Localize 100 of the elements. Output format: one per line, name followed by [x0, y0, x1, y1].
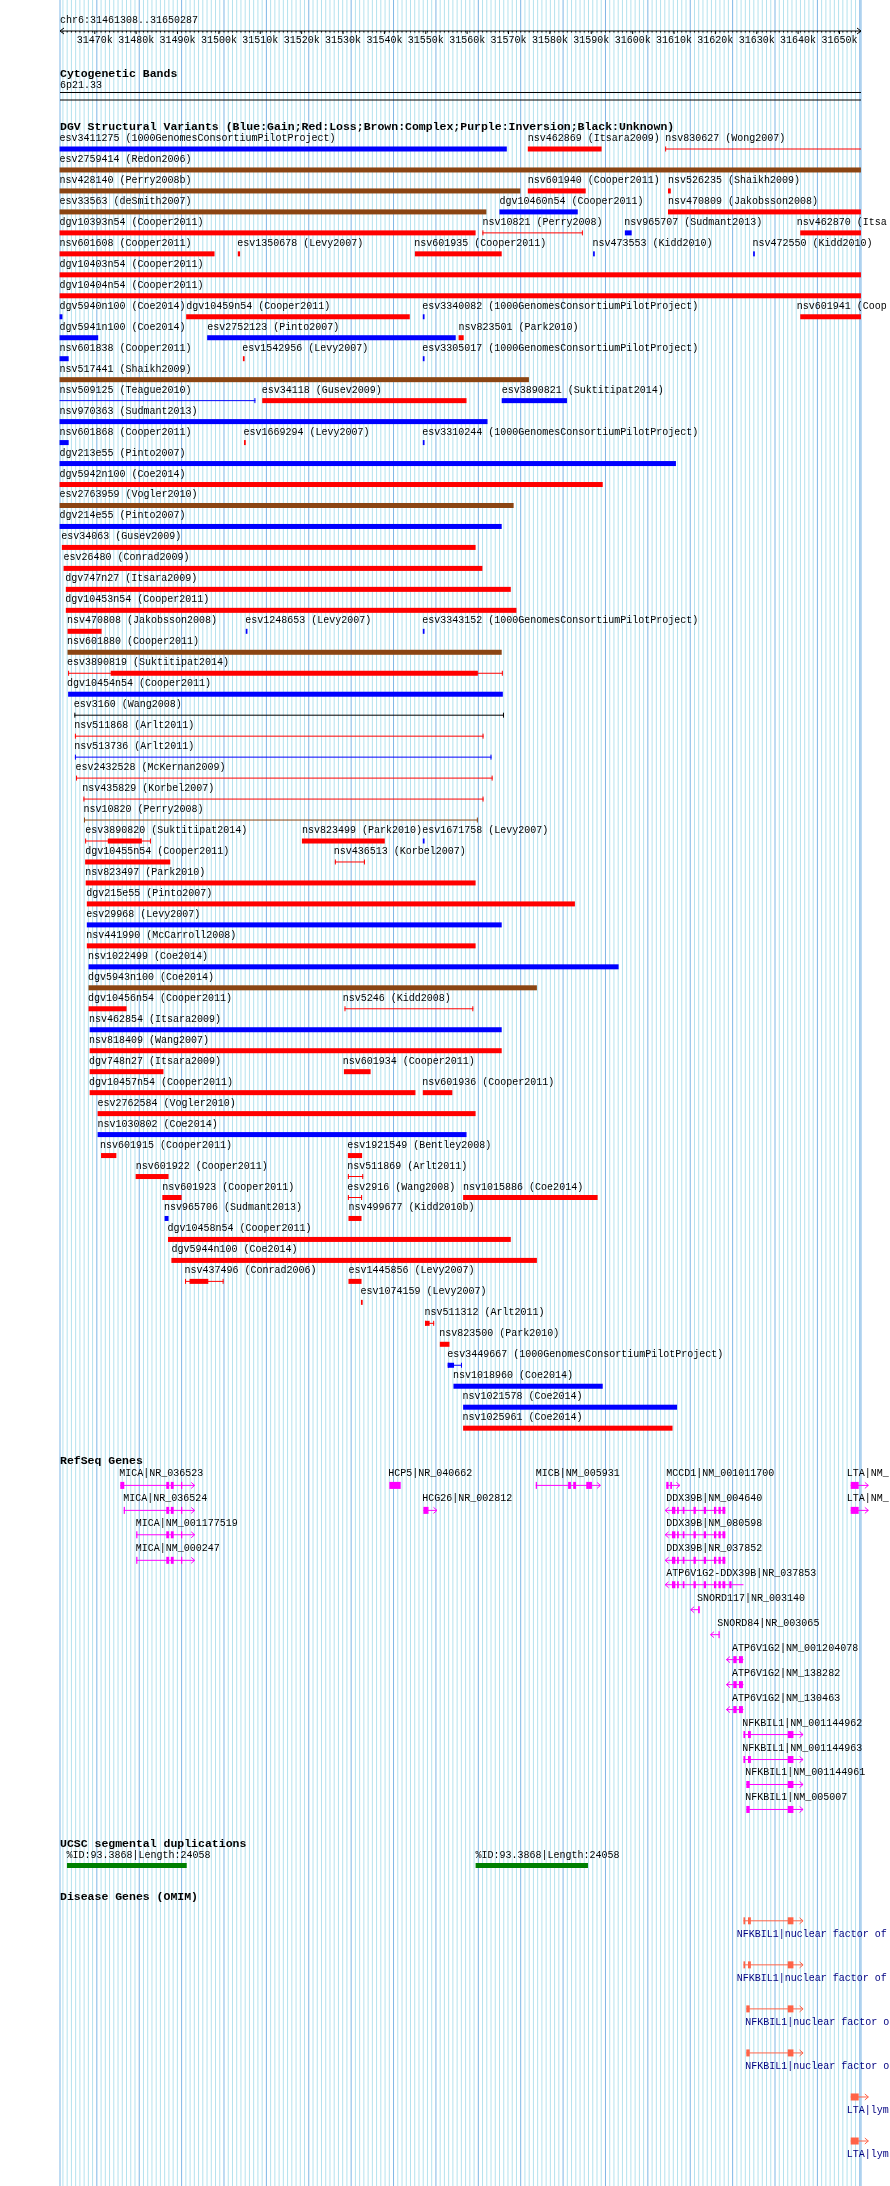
disease-gene-label: LTA|lym — [846, 2149, 889, 2161]
disease-gene-label: LTA|lym — [846, 2104, 889, 2117]
gene-label: NFKBIL1|NM_001144963 — [742, 1742, 863, 1755]
variant-label: dgv10455n54 (Cooper2011) — [85, 845, 230, 858]
variant-label: nsv511869 (Arlt2011) — [347, 1160, 468, 1173]
tick-label: 31540k — [366, 35, 403, 47]
variant-label: nsv1030802 (Coe2014) — [97, 1118, 218, 1131]
gene-label: MICB|NM_005931 — [535, 1468, 620, 1481]
variant-label: esv1671758 (Levy2007) — [422, 825, 549, 837]
variant-label: dgv5943n100 (Coe2014) — [87, 971, 214, 984]
variant-label: nsv1018960 (Coe2014) — [452, 1370, 573, 1383]
variant-label: dgv5941n100 (Coe2014) — [59, 321, 186, 334]
gene-label: LTA|NM_ — [846, 1493, 889, 1506]
variant-label: nsv601880 (Cooper2011) — [66, 636, 199, 649]
variant-label: dgv748n27 (Itsara2009) — [89, 1055, 222, 1068]
tick-label: 31630k — [738, 35, 775, 47]
variant-label: dgv215e55 (Pinto2007) — [86, 887, 213, 900]
variant-label: nsv601923 (Cooper2011) — [162, 1181, 295, 1194]
variant-label: dgv10456n54 (Cooper2011) — [87, 992, 232, 1005]
variant-label: nsv470808 (Jakobsson2008) — [66, 615, 217, 628]
gene-label: NFKBIL1|NM_001144961 — [745, 1767, 866, 1780]
variant-label: nsv601941 (Coop — [796, 300, 887, 313]
variant-label: nsv462854 (Itsara2009) — [89, 1013, 222, 1026]
gene-label: SNORD117|NR_003140 — [696, 1592, 805, 1605]
variant-label: esv2762584 (Vogler2010) — [97, 1097, 236, 1110]
variant-label: nsv511868 (Arlt2011) — [74, 720, 195, 733]
variant-label: dgv5940n100 (Coe2014) — [59, 300, 186, 313]
variant-label: nsv513736 (Arlt2011) — [74, 741, 195, 754]
variant-label: dgv213e55 (Pinto2007) — [59, 447, 186, 460]
gene-label: DDX39B|NM_004640 — [666, 1493, 763, 1506]
track-title: UCSC segmental duplications — [60, 1838, 247, 1850]
gene-label: DDX39B|NM_080598 — [666, 1517, 763, 1530]
gene-label: NFKBIL1|NM_005007 — [745, 1792, 848, 1805]
variant-label: esv33563 (deSmith2007) — [59, 195, 192, 208]
variant-label: nsv428140 (Perry2008b) — [59, 174, 192, 187]
variant-label: nsv462870 (Itsa — [796, 216, 887, 229]
variant-label: dgv214e55 (Pinto2007) — [59, 510, 186, 523]
gene-label: ATP6V1G2|NM_138282 — [732, 1667, 841, 1680]
variant-label: esv3411275 (1000GenomesConsortiumPilotProject) — [59, 133, 336, 145]
variant-label: nsv601922 (Cooper2011) — [135, 1160, 268, 1173]
variant-label: esv1445856 (Levy2007) — [348, 1265, 475, 1278]
tick-label: 31500k — [200, 35, 237, 47]
variant-label: nsv601915 (Cooper2011) — [99, 1139, 232, 1152]
variant-label: esv1074159 (Levy2007) — [360, 1286, 487, 1299]
variant-label: nsv511312 (Arlt2011) — [424, 1307, 545, 1320]
gene-label: MCCD1|NM_001011700 — [666, 1468, 775, 1481]
variant-label: nsv823500 (Park2010) — [439, 1328, 560, 1341]
tick-label: 31610k — [656, 35, 692, 47]
variant-label: esv34118 (Gusev2009) — [261, 384, 382, 397]
variant-label: esv2432528 (McKernan2009) — [75, 762, 226, 775]
variant-label: dgv10459n54 (Cooper2011) — [186, 300, 331, 313]
variant-label: dgv747n27 (Itsara2009) — [65, 573, 198, 586]
gene-label: HCP5|NR_040662 — [388, 1468, 473, 1481]
variant-label: nsv509125 (Teague2010) — [59, 384, 192, 397]
gene-label: HCG26|NR_002812 — [422, 1493, 513, 1506]
variant-label: nsv472550 (Kidd2010) — [752, 237, 873, 250]
variant-label: nsv823497 (Park2010) — [85, 866, 206, 879]
variant-label: dgv10460n54 (Cooper2011) — [499, 195, 644, 208]
variant-label: dgv10458n54 (Cooper2011) — [167, 1223, 312, 1236]
variant-label: nsv470809 (Jakobsson2008) — [668, 195, 818, 208]
variant-label: nsv526235 (Shaikh2009) — [668, 174, 800, 187]
variant-label: nsv830627 (Wong2007) — [665, 133, 786, 145]
variant-label: nsv1015886 (Coe2014) — [463, 1181, 584, 1194]
tick-label: 31560k — [449, 35, 486, 47]
variant-label: esv3449667 (1000GenomesConsortiumPilotProject) — [447, 1349, 724, 1362]
variant-label: nsv437496 (Conrad2006) — [184, 1265, 317, 1278]
tick-label: 31550k — [407, 35, 444, 47]
variant-label: nsv601608 (Cooper2011) — [59, 237, 192, 250]
duplication-label: %ID:93.3868|Length:24058 — [475, 1850, 620, 1862]
variant-label: nsv601935 (Cooper2011) — [414, 237, 547, 250]
variant-label: nsv517441 (Shaikh2009) — [59, 363, 192, 376]
variant-label: nsv435829 (Korbel2007) — [82, 783, 215, 796]
tick-label: 31480k — [118, 35, 155, 47]
variant-label: esv29968 (Levy2007) — [86, 908, 201, 921]
variant-label: nsv1022499 (Coe2014) — [87, 950, 208, 963]
variant-label: nsv441990 (McCarroll2008) — [86, 929, 237, 942]
variant-label: nsv473553 (Kidd2010) — [592, 237, 713, 250]
gene-label: ATP6V1G2|NM_001204078 — [732, 1642, 859, 1655]
track-title: Cytogenetic Bands — [60, 68, 178, 80]
duplication-label: %ID:93.3868|Length:24058 — [66, 1850, 211, 1862]
variant-label: nsv601934 (Cooper2011) — [342, 1055, 475, 1068]
variant-label: dgv10403n54 (Cooper2011) — [59, 258, 204, 271]
variant-label: esv3343152 (1000GenomesConsortiumPilotProject) — [422, 615, 699, 628]
variant-label: esv1921549 (Bentley2008) — [347, 1139, 492, 1152]
band-label: 6p21.33 — [60, 80, 102, 92]
variant-label: esv2763959 (Vogler2010) — [59, 489, 198, 502]
disease-gene-label: NFKBIL1|nuclear factor o — [745, 2060, 890, 2073]
gene-label: DDX39B|NR_037852 — [666, 1543, 763, 1556]
track-title: DGV Structural Variants (Blue:Gain;Red:Loss;Brown:Complex;Purple:Inversion;Black:Unknown) — [60, 121, 675, 133]
gene-label: MICA|NR_036524 — [123, 1493, 208, 1506]
variant-label: esv1350678 (Levy2007) — [237, 237, 364, 250]
track-title: RefSeq Genes — [60, 1455, 143, 1467]
variant-label: nsv818409 (Wang2007) — [89, 1034, 210, 1047]
variant-label: esv1669294 (Levy2007) — [243, 426, 370, 439]
variant-label: esv3890821 (Suktitipat2014) — [501, 384, 664, 397]
variant-label: dgv5942n100 (Coe2014) — [59, 468, 186, 481]
variant-label: nsv965706 (Sudmant2013) — [164, 1202, 303, 1215]
variant-label: esv2916 (Wang2008) — [347, 1181, 456, 1194]
variant-label: nsv823501 (Park2010) — [458, 321, 579, 334]
disease-gene-label: NFKBIL1|nuclear factor of — [736, 1928, 887, 1941]
